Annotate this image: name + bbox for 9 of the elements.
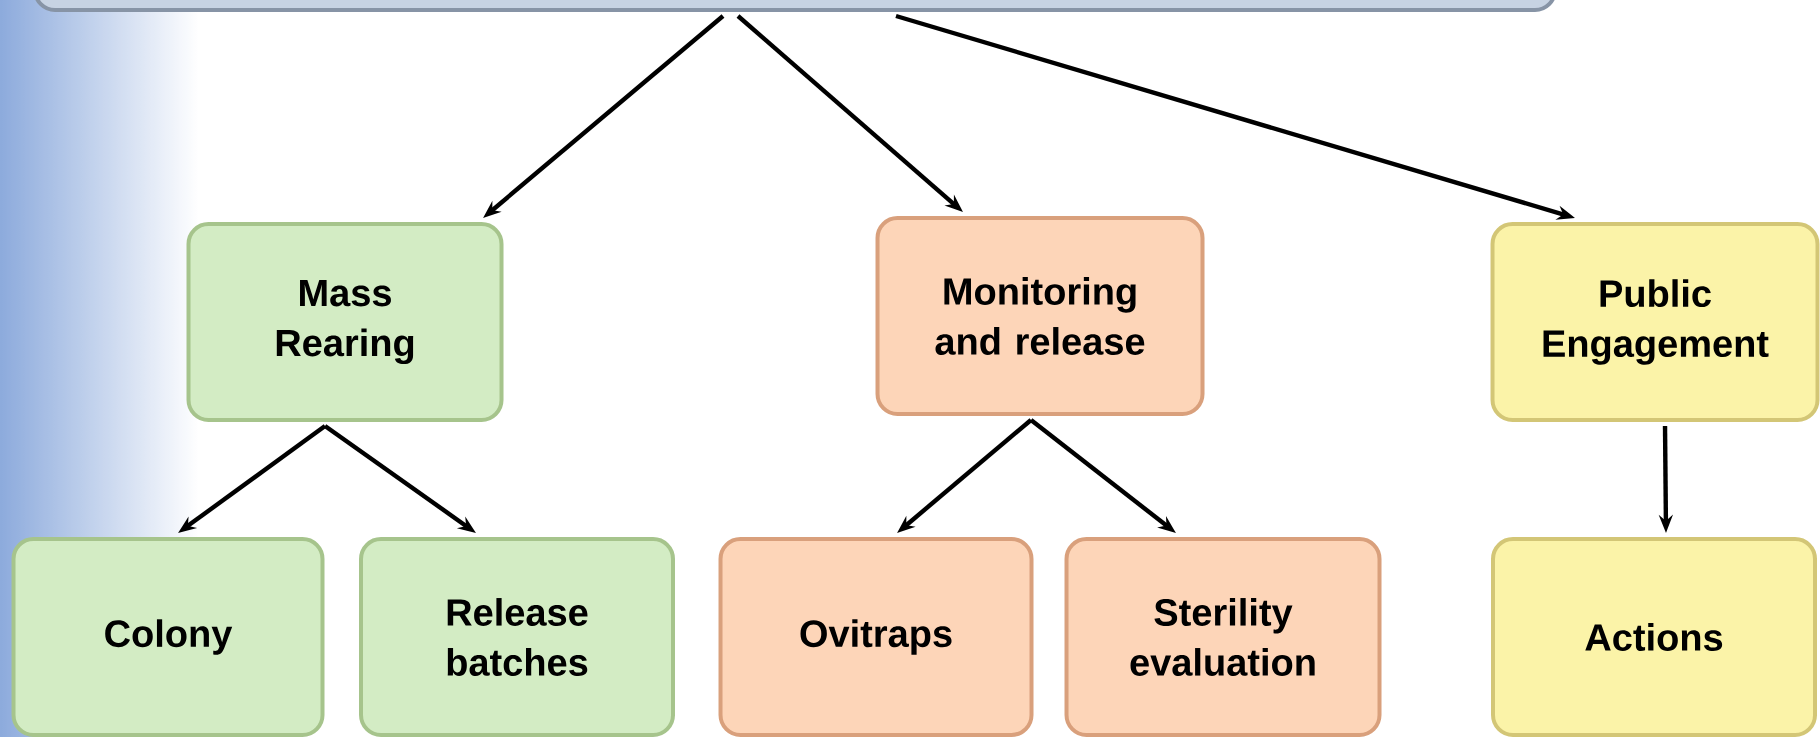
- process-box: Mass Rearing: [186, 222, 504, 422]
- process-box: Release batches: [359, 537, 675, 737]
- process-box: Ovitraps: [718, 537, 1034, 737]
- process-box: Actions: [1491, 537, 1817, 737]
- process-box: Sterility evaluation: [1064, 537, 1382, 737]
- process-box: Public Engagement: [1490, 222, 1820, 422]
- process-box: Monitoring and release: [875, 216, 1205, 416]
- header-box: [33, 0, 1557, 12]
- process-box: Colony: [11, 537, 325, 737]
